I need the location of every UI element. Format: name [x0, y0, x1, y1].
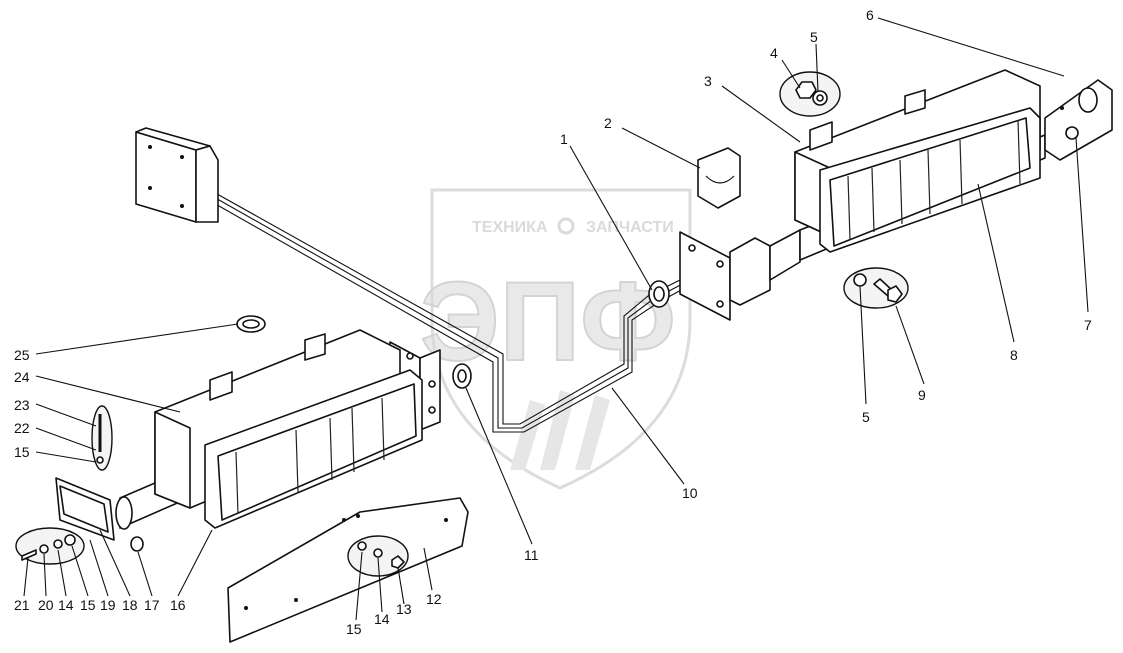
callout-2: 2 — [604, 115, 612, 131]
bolt-7 — [1065, 126, 1079, 140]
center-bracket-right — [679, 229, 801, 321]
callout-12: 12 — [426, 591, 442, 607]
clamp-2 — [697, 147, 741, 209]
callout-10: 10 — [682, 485, 698, 501]
callout-labels: 1 2 3 4 5 6 7 8 5 9 10 11 25 24 23 22 15… — [14, 7, 1092, 637]
bolt-group-left-vertical — [91, 405, 113, 471]
callout-25: 25 — [14, 347, 30, 363]
callout-18: 18 — [122, 597, 138, 613]
gear-icon — [557, 217, 575, 235]
connector-box — [135, 127, 219, 223]
nut-17 — [130, 536, 144, 552]
grommet-11 — [452, 363, 472, 389]
nut-washer-group-top — [779, 71, 841, 117]
callout-8: 8 — [1010, 347, 1018, 363]
callout-14-plate: 14 — [374, 611, 390, 627]
callout-15-left: 15 — [14, 444, 30, 460]
callout-9: 9 — [918, 387, 926, 403]
right-lamp-lens — [819, 107, 1041, 253]
callout-21: 21 — [14, 597, 30, 613]
callout-1: 1 — [560, 131, 568, 147]
bolt-washer-group-right — [843, 267, 909, 309]
callout-22: 22 — [14, 420, 30, 436]
watermark-logo: ЭПФ — [420, 259, 676, 384]
callout-15-bottom: 15 — [80, 597, 96, 613]
left-lamp-lens — [204, 369, 423, 529]
bracket-19 — [55, 477, 115, 541]
callout-19: 19 — [100, 597, 116, 613]
callout-5-right: 5 — [862, 409, 870, 425]
callout-5-top: 5 — [810, 29, 818, 45]
callout-15-plate: 15 — [346, 621, 362, 637]
grommet-1 — [648, 280, 670, 308]
bolt-group-lower-left — [15, 527, 85, 565]
cable-harness — [209, 189, 707, 433]
callout-7: 7 — [1084, 317, 1092, 333]
callout-6: 6 — [866, 7, 874, 23]
callout-20: 20 — [38, 597, 54, 613]
watermark-top-right: ЗАПЧАСТИ — [586, 219, 674, 236]
callout-3: 3 — [704, 73, 712, 89]
callout-23: 23 — [14, 397, 30, 413]
ring-25 — [236, 315, 266, 333]
callout-16: 16 — [170, 597, 186, 613]
callout-4: 4 — [770, 45, 778, 61]
watermark-top-left: ТЕХНИКА — [472, 219, 548, 236]
leader-lines — [23, 17, 1089, 621]
callout-17: 17 — [144, 597, 160, 613]
watermark: ТЕХНИКА ЗАПЧАСТИ ЭПФ — [419, 188, 692, 490]
callout-11: 11 — [524, 547, 539, 563]
callout-24: 24 — [14, 369, 30, 385]
callout-13: 13 — [396, 601, 412, 617]
callout-14-left: 14 — [58, 597, 74, 613]
mudflap-plate-12 — [227, 497, 469, 643]
